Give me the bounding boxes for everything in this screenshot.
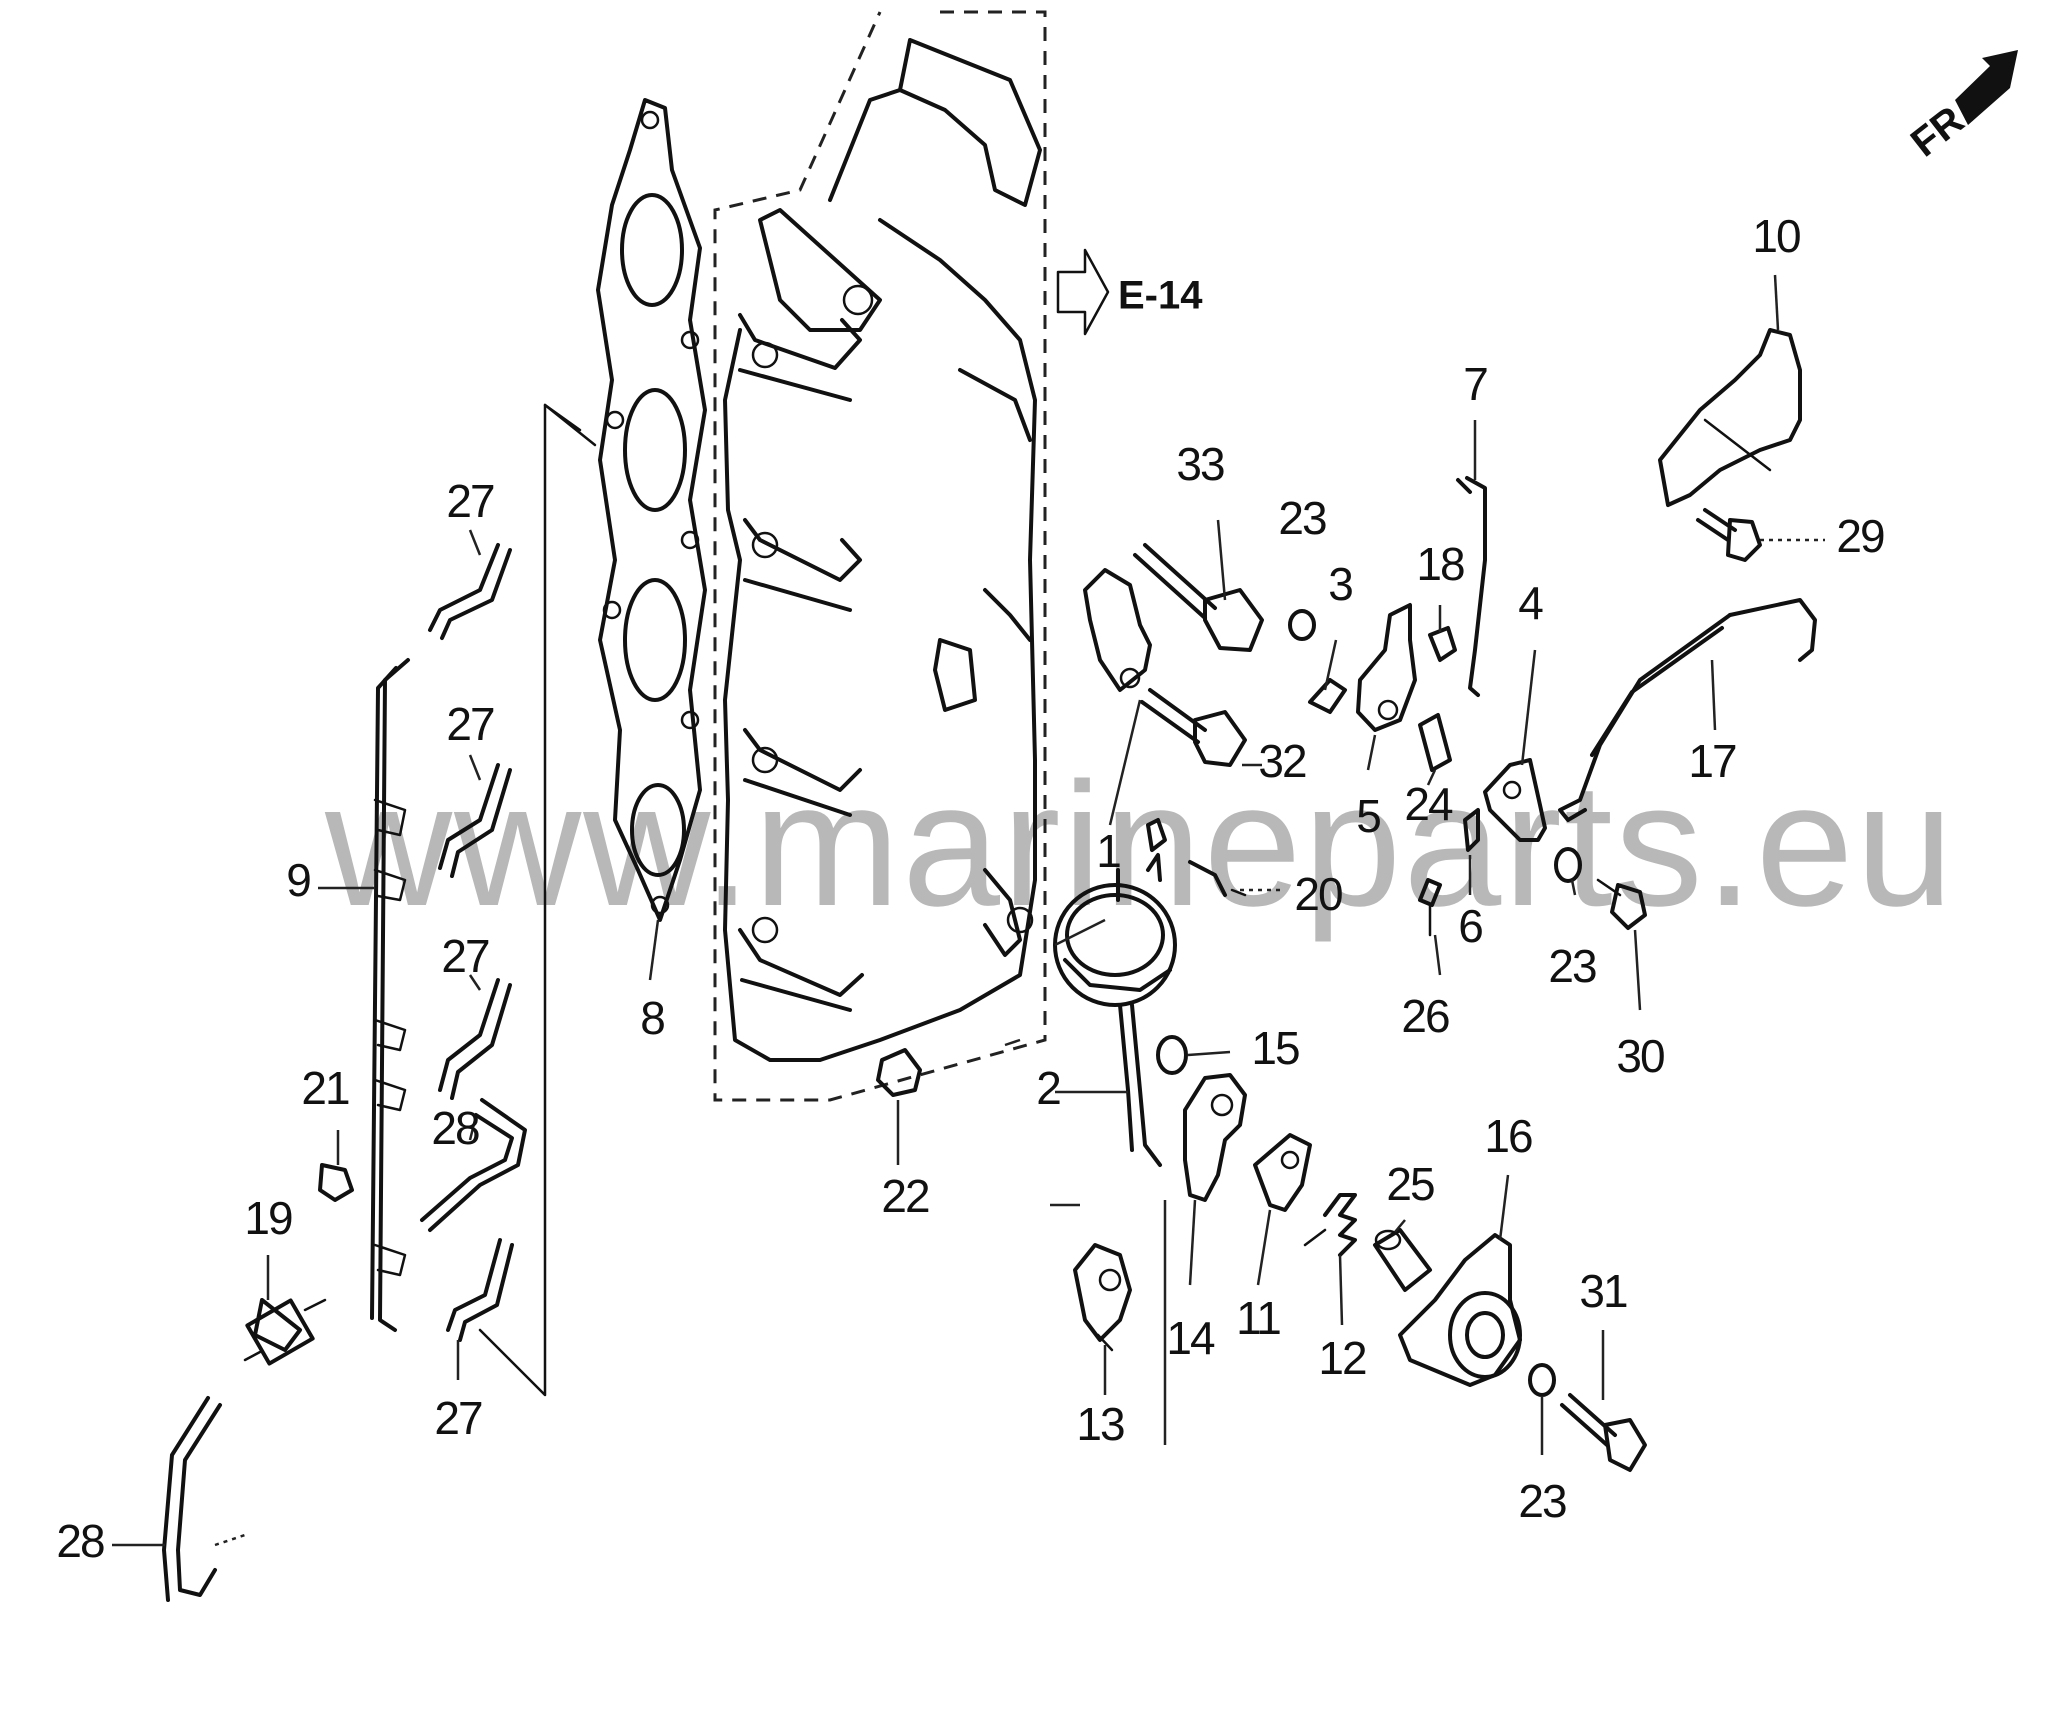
callout-4: 4 bbox=[1518, 577, 1543, 629]
breather-hose-27a bbox=[428, 543, 512, 640]
callout-9: 9 bbox=[286, 854, 310, 906]
nut-30 bbox=[1596, 878, 1647, 930]
leader-lines bbox=[112, 274, 1825, 1547]
callout-27-d: 27 bbox=[434, 1392, 482, 1444]
callout-23-bottom: 23 bbox=[1518, 1475, 1566, 1527]
bolt-29 bbox=[1696, 508, 1762, 562]
front-arrow-icon bbox=[1955, 50, 2018, 125]
breather-pipe-9 bbox=[370, 658, 410, 1332]
collar-24 bbox=[1418, 713, 1452, 772]
reference-arrow-icon bbox=[1056, 248, 1110, 336]
callout-25: 25 bbox=[1386, 1158, 1434, 1210]
callout-29: 29 bbox=[1836, 510, 1884, 562]
callout-14: 14 bbox=[1166, 1312, 1215, 1364]
callout-5: 5 bbox=[1356, 790, 1380, 842]
plate-11 bbox=[1253, 1133, 1312, 1212]
callout-24: 24 bbox=[1404, 778, 1453, 830]
callout-7: 7 bbox=[1463, 358, 1487, 410]
bracket-13 bbox=[1073, 1243, 1132, 1352]
nut-23b bbox=[1554, 847, 1582, 883]
link-rod-7 bbox=[1456, 476, 1487, 697]
bolt-33 bbox=[1133, 543, 1264, 652]
breather-hose-27b bbox=[438, 763, 512, 878]
callout-13: 13 bbox=[1076, 1398, 1124, 1450]
hose-28-lower bbox=[162, 1396, 222, 1602]
screw-26 bbox=[1418, 878, 1442, 937]
callout-26: 26 bbox=[1401, 990, 1449, 1042]
callout-11: 11 bbox=[1236, 1292, 1280, 1344]
callout-17: 17 bbox=[1688, 735, 1736, 787]
nut-23c bbox=[1528, 1363, 1556, 1397]
washer-15 bbox=[1156, 1035, 1188, 1075]
callout-18: 18 bbox=[1416, 538, 1464, 590]
callout-27-c: 27 bbox=[441, 930, 489, 982]
fuel-filter-19 bbox=[243, 1298, 327, 1366]
callout-28-upper: 28 bbox=[431, 1102, 479, 1154]
callout-33: 33 bbox=[1176, 438, 1224, 490]
throttle-rod-17 bbox=[1558, 598, 1817, 822]
callout-12: 12 bbox=[1318, 1332, 1366, 1384]
pin-6 bbox=[1463, 808, 1480, 852]
reference-label: E-14 bbox=[1118, 274, 1203, 318]
callout-30: 30 bbox=[1616, 1030, 1664, 1082]
callout-27-b: 27 bbox=[446, 698, 494, 750]
group-bracket-top bbox=[543, 403, 597, 447]
nut-22 bbox=[876, 1048, 922, 1097]
callout-28-lower: 28 bbox=[56, 1515, 104, 1567]
bolt-32 bbox=[1140, 688, 1247, 767]
breather-hose-27d bbox=[446, 1238, 514, 1342]
callout-20: 20 bbox=[1294, 868, 1342, 920]
callout-3: 3 bbox=[1328, 558, 1352, 610]
hose-28-upper bbox=[420, 1098, 527, 1232]
collar-25 bbox=[1373, 1228, 1432, 1292]
callout-23-top: 23 bbox=[1278, 492, 1326, 544]
callout-22: 22 bbox=[881, 1170, 929, 1222]
callout-19: 19 bbox=[244, 1192, 292, 1244]
throttle-bracket-1 bbox=[1083, 568, 1152, 692]
clip-3 bbox=[1308, 678, 1347, 714]
throttle-drum-16 bbox=[1398, 1233, 1522, 1387]
callout-2: 2 bbox=[1036, 1062, 1060, 1114]
clip-18 bbox=[1428, 626, 1457, 662]
breather-hose-27c bbox=[438, 978, 512, 1100]
callout-15: 15 bbox=[1251, 1022, 1299, 1074]
intake-manifold bbox=[713, 10, 1047, 1102]
callout-31: 31 bbox=[1579, 1265, 1627, 1317]
throttle-cam-5 bbox=[1356, 603, 1417, 732]
callout-6: 6 bbox=[1458, 900, 1482, 952]
return-spring-12 bbox=[1303, 1193, 1357, 1257]
screw-20 bbox=[1188, 860, 1247, 897]
callout-16: 16 bbox=[1484, 1110, 1532, 1162]
callout-10: 10 bbox=[1752, 210, 1800, 262]
callout-8: 8 bbox=[640, 992, 664, 1044]
lever-4 bbox=[1483, 758, 1547, 842]
callout-23-mid: 23 bbox=[1548, 940, 1596, 992]
callout-21: 21 bbox=[301, 1062, 349, 1114]
callout-32: 32 bbox=[1258, 735, 1306, 787]
intake-gasket bbox=[596, 98, 707, 922]
callout-labels: 1 2 3 4 5 6 7 8 9 10 11 12 13 14 15 16 1… bbox=[56, 210, 1886, 1567]
cable-bracket-10 bbox=[1658, 328, 1802, 507]
watermark-text: www.marineparts.eu bbox=[324, 747, 1955, 943]
callout-1: 1 bbox=[1096, 825, 1120, 877]
lever-14 bbox=[1183, 1073, 1247, 1202]
clip-21 bbox=[318, 1163, 354, 1202]
callout-27-a: 27 bbox=[446, 475, 494, 527]
bolt-31 bbox=[1560, 1393, 1647, 1472]
nut-23a bbox=[1288, 609, 1316, 641]
